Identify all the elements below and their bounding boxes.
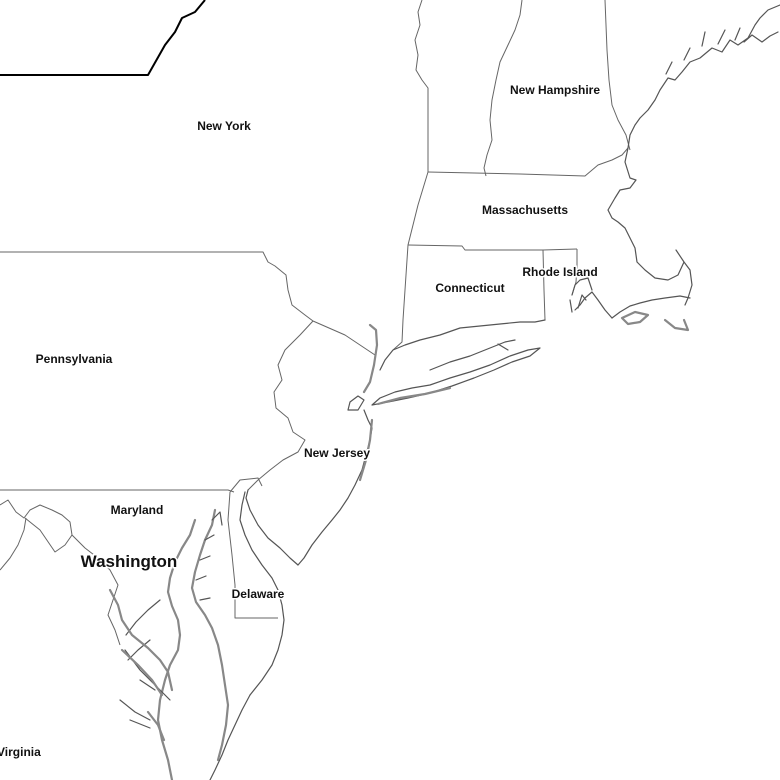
label-new-jersey: New Jersey: [304, 446, 370, 460]
massachusetts-coast: [607, 147, 693, 306]
buzzards-bay: [574, 291, 613, 319]
ct-ri-border: [542, 249, 546, 321]
narragansett-bay: [569, 277, 593, 313]
connecticut-coast: [379, 319, 546, 371]
ny-east-border: [392, 171, 429, 351]
nantucket: [663, 318, 690, 332]
international-border: [0, 0, 206, 76]
hudson-river: [362, 323, 379, 394]
chesapeake-tributaries: [119, 599, 171, 729]
delmarva-bays: [195, 511, 223, 601]
delaware-border: [227, 491, 278, 619]
pa-nj-border: [247, 320, 314, 491]
label-delaware: Delaware: [232, 587, 285, 601]
label-virginia: Virginia: [0, 745, 41, 759]
label-maryland: Maryland: [111, 503, 164, 517]
label-rhode-island: Rhode Island: [522, 265, 597, 279]
maine-coast: [627, 4, 780, 149]
delmarva-coast: [209, 694, 251, 780]
long-island-north-fork: [429, 339, 516, 371]
delaware-bay-de: [239, 491, 285, 696]
staten-island: [347, 395, 365, 411]
rappahannock: [120, 648, 166, 742]
potomac-river: [108, 588, 174, 692]
ny-nj-border: [312, 320, 376, 356]
label-connecticut: Connecticut: [435, 281, 504, 295]
wv-border: [0, 499, 73, 553]
md-va-river: [71, 534, 121, 646]
ct-ma-border: [407, 244, 578, 251]
label-pennsylvania: Pennsylvania: [36, 352, 113, 366]
vermont-west-border: [414, 0, 429, 172]
label-new-hampshire: New Hampshire: [510, 83, 600, 97]
label-massachusetts: Massachusetts: [482, 203, 568, 217]
new-jersey-coast: [297, 409, 373, 566]
label-washington: Washington: [81, 552, 178, 571]
chesapeake-bay-east: [190, 508, 230, 762]
long-island-south-shore: [376, 386, 452, 406]
va-border: [0, 517, 27, 571]
marthas-vineyard: [620, 310, 650, 326]
massachusetts-north-border: [427, 147, 629, 177]
maine-coast-detail: [665, 27, 779, 75]
delaware-north-arc: [229, 477, 263, 493]
pennsylvania-north-border: [0, 251, 314, 322]
nh-maine-border: [604, 0, 631, 151]
label-new-york: New York: [197, 119, 251, 133]
vermont-nh-border: [483, 0, 523, 177]
pa-md-border: [0, 489, 235, 493]
delaware-bay-nj: [245, 489, 299, 566]
long-island: [371, 347, 541, 406]
cape-cod-south: [611, 295, 691, 319]
nj-barrier: [358, 418, 374, 482]
